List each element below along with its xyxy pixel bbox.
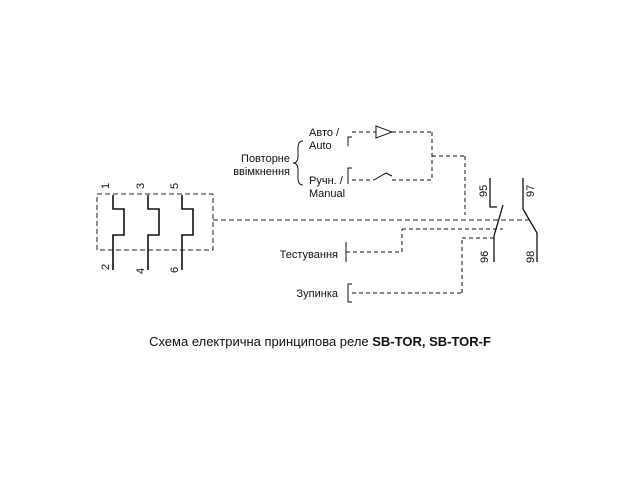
reset-label-line1: Повторне <box>241 153 290 165</box>
caption-prefix: Схема електрична принципова реле <box>149 334 373 349</box>
contact-95-96-blade <box>493 204 504 237</box>
auto-reset-symbol <box>375 125 394 139</box>
terminal-95: 95 <box>478 185 490 197</box>
terminal-98: 98 <box>525 251 537 263</box>
auto-label-line2: Auto <box>309 140 332 152</box>
caption-models: SB-TOR, SB-TOR-F <box>372 334 491 349</box>
manual-reset-symbol <box>373 172 393 181</box>
contact-97-98-blade <box>522 208 538 234</box>
terminal-3: 3 <box>135 183 147 189</box>
diagram-caption: Схема електрична принципова реле SB-TOR,… <box>0 334 640 349</box>
manual-label-line1: Ручн. / <box>309 175 344 187</box>
terminal-2: 2 <box>100 264 112 270</box>
terminal-1: 1 <box>100 183 112 189</box>
auto-bracket <box>347 136 352 146</box>
manual-label-line2: Manual <box>309 188 345 200</box>
thermal-element-2 <box>147 195 160 270</box>
terminal-4: 4 <box>135 268 147 274</box>
stop-label: Зупинка <box>297 288 339 300</box>
terminal-97: 97 <box>525 185 537 197</box>
reset-label-line2: ввімкнення <box>233 166 290 178</box>
test-label: Тестування <box>280 249 338 261</box>
auto-label-line1: Авто / <box>309 127 340 139</box>
thermal-block-frame <box>96 193 214 251</box>
contact-95-96-top <box>489 178 497 208</box>
terminal-5: 5 <box>169 183 181 189</box>
manual-bracket <box>347 167 352 184</box>
terminal-6: 6 <box>169 267 181 273</box>
reset-brace <box>292 140 304 186</box>
stop-button-bracket <box>347 283 352 303</box>
terminal-96: 96 <box>479 251 491 263</box>
thermal-element-1 <box>112 195 125 270</box>
thermal-element-3 <box>181 195 194 270</box>
